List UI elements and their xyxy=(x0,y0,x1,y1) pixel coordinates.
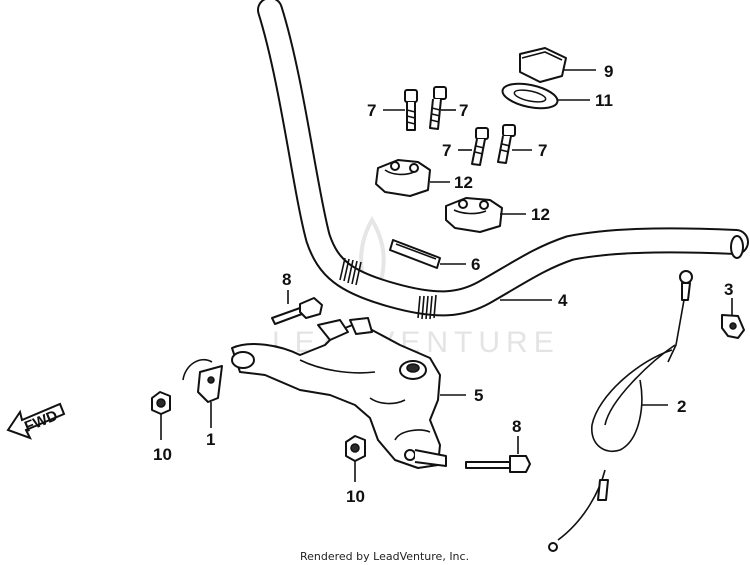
callout-3: 3 xyxy=(724,280,733,299)
callout-5: 5 xyxy=(474,386,483,405)
callout-4: 4 xyxy=(558,291,568,310)
bolt-7-b xyxy=(429,86,447,130)
callout-8: 8 xyxy=(512,417,521,436)
bolt-7-c xyxy=(471,127,489,166)
holder-12-b xyxy=(445,197,503,233)
part-6-plate xyxy=(389,239,441,269)
callout-2: 2 xyxy=(677,397,686,416)
top-bridge-5 xyxy=(231,317,447,469)
callout-9: 9 xyxy=(604,62,613,81)
cap-nut-9 xyxy=(519,47,567,83)
fwd-arrow: FWD xyxy=(6,402,66,440)
bolt-8-a xyxy=(271,297,323,325)
callout-6: 6 xyxy=(471,255,480,274)
nut-10-b xyxy=(345,435,366,462)
holder-12-a xyxy=(375,159,431,197)
callout-7: 7 xyxy=(459,101,468,120)
leader-lines xyxy=(160,69,733,482)
bolt-7-a xyxy=(404,89,418,131)
cable-2 xyxy=(548,270,693,552)
nut-10-a xyxy=(151,391,171,415)
bracket-3 xyxy=(721,314,745,339)
knurl-right xyxy=(417,294,437,320)
callout-7: 7 xyxy=(367,101,376,120)
callout-12: 12 xyxy=(454,173,473,192)
knurl-left xyxy=(339,257,362,286)
handlebar xyxy=(257,0,749,320)
footer-credit: Rendered by LeadVenture, Inc. xyxy=(300,550,469,563)
callout-1: 1 xyxy=(206,430,215,449)
callout-11: 11 xyxy=(595,91,613,110)
callout-12: 12 xyxy=(531,205,550,224)
fwd-label: FWD xyxy=(22,407,60,436)
callout-10: 10 xyxy=(153,445,172,464)
bolt-7-d xyxy=(497,124,516,164)
washer-11 xyxy=(501,82,559,110)
bolt-8-b xyxy=(465,455,531,473)
callout-8: 8 xyxy=(282,270,291,289)
callout-7: 7 xyxy=(538,141,547,160)
callout-7: 7 xyxy=(442,141,451,160)
clip-1 xyxy=(182,358,223,403)
callout-10: 10 xyxy=(346,487,365,506)
callouts: 7 7 7 7 12 12 9 11 6 4 3 5 2 8 8 1 10 10 xyxy=(153,62,733,506)
